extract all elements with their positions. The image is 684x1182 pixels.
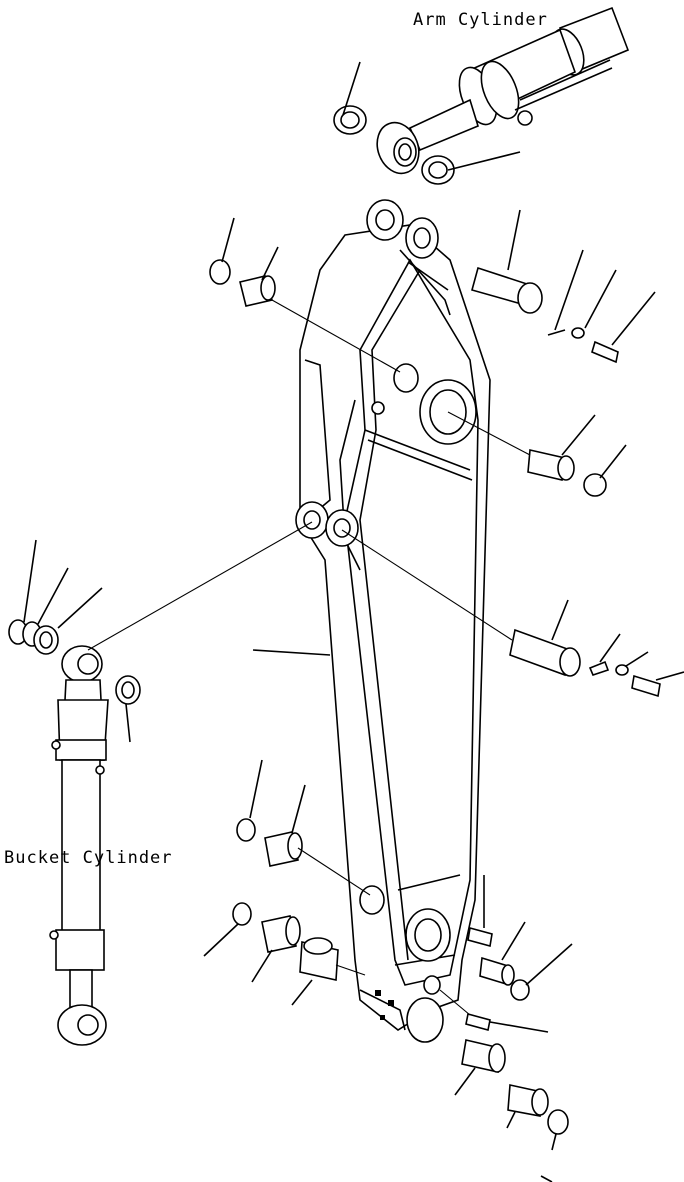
bucket-cylinder <box>49 645 109 1046</box>
hardware-parts <box>8 105 661 1135</box>
leader-lines <box>23 61 684 1182</box>
arm-cylinder <box>376 6 630 175</box>
arm-cylinder-label: Arm Cylinder <box>413 10 548 30</box>
arm-body <box>295 199 491 1043</box>
alignment-lines <box>87 299 531 1016</box>
bucket-cylinder-label: Bucket Cylinder <box>4 848 173 868</box>
